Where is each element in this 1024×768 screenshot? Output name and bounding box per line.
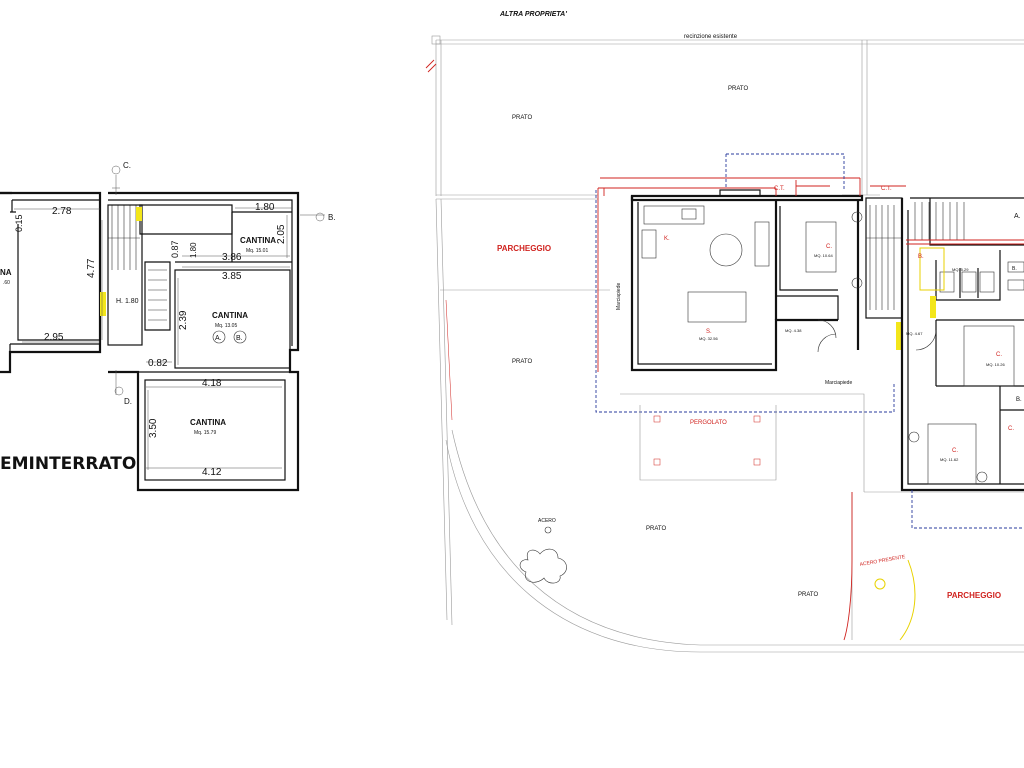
dim-13: 4.18 [202,378,222,389]
walkway-label: Marciapiede [825,380,852,386]
right-mark-c: C. [1008,426,1014,432]
header-other-property: ALTRA PROPRIETA' [499,11,567,18]
bed2-area: MQ. 10.26 [986,362,1005,367]
room-cantina-3-area: Mq. 15.79 [194,430,216,436]
bed3-area: MQ. 11.62 [940,457,959,462]
room-cantina-2: CANTINA [212,311,248,320]
fence-label: recinzione esistente [684,34,738,40]
ct-label-1: C.T. [774,186,785,192]
bed2-mark: C. [996,352,1002,358]
room-cantina-1: CANTINA [240,236,276,245]
living-mark: S. [706,329,712,335]
dim-15: 4.12 [202,467,222,478]
b-mark: B. [918,254,924,260]
site-plan [425,35,1024,653]
room-left-name: NA [0,268,12,277]
right-mark-b2: B. [1012,266,1017,272]
marker-b: B. [236,335,243,342]
tree-label: ACERO [538,518,556,524]
bath-area: MQ. 5.29 [952,267,969,272]
right-mark-b1: B. [1016,397,1022,403]
lawn-4: PRATO [646,526,666,532]
dim-2: 1.80 [255,202,275,213]
walkway-label-2: Marciapiede [616,283,622,310]
dim-4: 3.85 [222,271,242,282]
pergola-label: PERGOLATO [690,420,727,426]
room-left-area: .60 [3,280,10,286]
parking-1: PARCHEGGIO [497,244,551,253]
section-b: B. [328,213,336,222]
dim-5: 4.77 [86,258,97,278]
dim-6: 0.15 [14,214,24,232]
basement-plan [0,165,325,492]
dim-7: 2.95 [44,332,64,343]
marker-a: A. [215,335,222,342]
lawn-5: PRATO [798,592,818,598]
parking-2: PARCHEGGIO [947,591,1001,600]
ct-label-2: C.T. [881,186,892,192]
lawn-3: PRATO [512,359,532,365]
tree-label-2: ACERO PRESENTE [859,554,906,568]
dim-8: 2.39 [178,310,189,330]
dim-14: 3.50 [148,418,159,438]
dim-12: 0.82 [148,358,168,369]
dim-9: 0.87 [170,240,180,258]
bed1-area: MQ. 10.64 [814,253,833,258]
right-mark-a: A. [1014,213,1021,220]
dim-1: 2.78 [52,206,72,217]
section-c: C. [123,161,131,170]
room-cantina-1-area: Mq. 15.01 [246,248,268,254]
dim-11: 2.05 [276,224,287,244]
hall2-area: MQ. 4.67 [906,331,923,336]
lawn-1: PRATO [728,86,748,92]
living-area: MQ. 32.56 [699,336,718,341]
section-d: D. [124,397,132,406]
kitchen-mark: K. [664,236,670,242]
dim-10: 1.80 [189,242,198,258]
bed3-mark: C. [952,448,958,454]
hall-area: MQ. 4.38 [785,328,802,333]
room-cantina-3: CANTINA [190,418,226,427]
lawn-2: PRATO [512,115,532,121]
bed1-mark: C. [826,244,832,250]
basement-title: EMINTERRATO [0,454,136,474]
room-cantina-2-area: Mq. 13.05 [215,323,237,329]
dim-16: H. 1.80 [116,298,139,305]
dim-3: 3.86 [222,252,242,263]
